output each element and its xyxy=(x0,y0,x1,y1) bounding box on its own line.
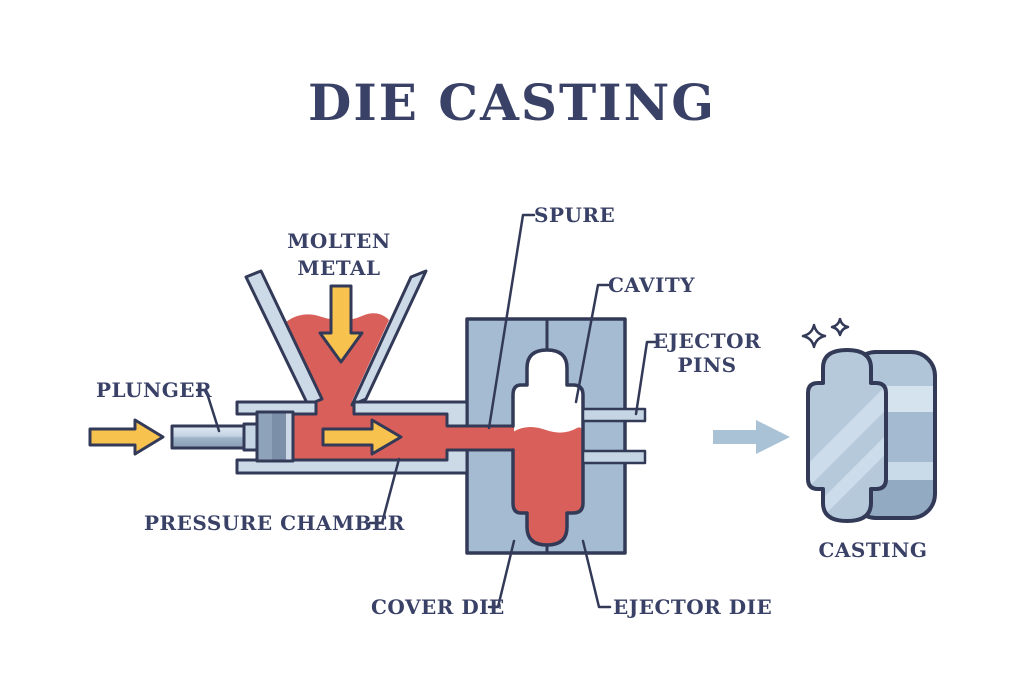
funnel-right-wall xyxy=(350,269,428,407)
page-title: DIE CASTING xyxy=(308,73,716,132)
chamber-top-wall-right xyxy=(352,400,469,428)
ejector-pins-label-line2: PINS xyxy=(677,353,736,377)
ejector-die-label: EJECTOR DIE xyxy=(613,595,772,619)
spure-label: SPURE xyxy=(534,203,615,227)
casting-part xyxy=(801,317,937,523)
chamber-bottom-wall xyxy=(235,448,469,475)
spure-leader-line xyxy=(487,213,536,430)
funnel-left-wall xyxy=(244,269,324,407)
ejector-pins-leader-line xyxy=(634,340,658,416)
ejector-die-leader-line xyxy=(581,539,612,609)
mold-cavity-outline xyxy=(511,348,585,547)
sparkle-large-icon xyxy=(801,323,827,349)
cover-die-leader-line xyxy=(487,539,516,609)
cavity-leader-line xyxy=(574,283,610,404)
ejector-pins-label: EJECTOR PINS xyxy=(653,329,761,377)
plunger-direction-arrow-icon xyxy=(88,418,165,456)
plunger-label: PLUNGER xyxy=(96,378,212,402)
molten-metal-label-line2: METAL xyxy=(297,256,380,280)
sparkle-small-icon xyxy=(830,317,850,337)
casting-label: CASTING xyxy=(819,538,928,562)
ejector-pins-label-line1: EJECTOR xyxy=(653,329,761,353)
injection-flow-arrow-icon xyxy=(321,418,403,456)
cavity-label: CAVITY xyxy=(608,273,695,297)
ejector-pin-top xyxy=(581,407,647,423)
pressure-chamber-leader-line xyxy=(368,457,401,525)
piston-head xyxy=(255,410,295,463)
ejector-pin-bottom xyxy=(581,449,647,465)
casting-front-plate xyxy=(806,348,888,523)
plunger-rod xyxy=(170,424,248,450)
pressure-chamber-label: PRESSURE CHAMBER xyxy=(144,511,405,535)
molten-pour-arrow-icon xyxy=(318,284,364,364)
molten-metal-label: MOLTEN METAL xyxy=(287,229,390,280)
cover-die-label: COVER DIE xyxy=(371,595,505,619)
molten-metal-label-line1: MOLTEN xyxy=(287,229,390,253)
ejection-arrow-icon xyxy=(713,420,790,454)
plunger-leader-line xyxy=(195,388,221,433)
